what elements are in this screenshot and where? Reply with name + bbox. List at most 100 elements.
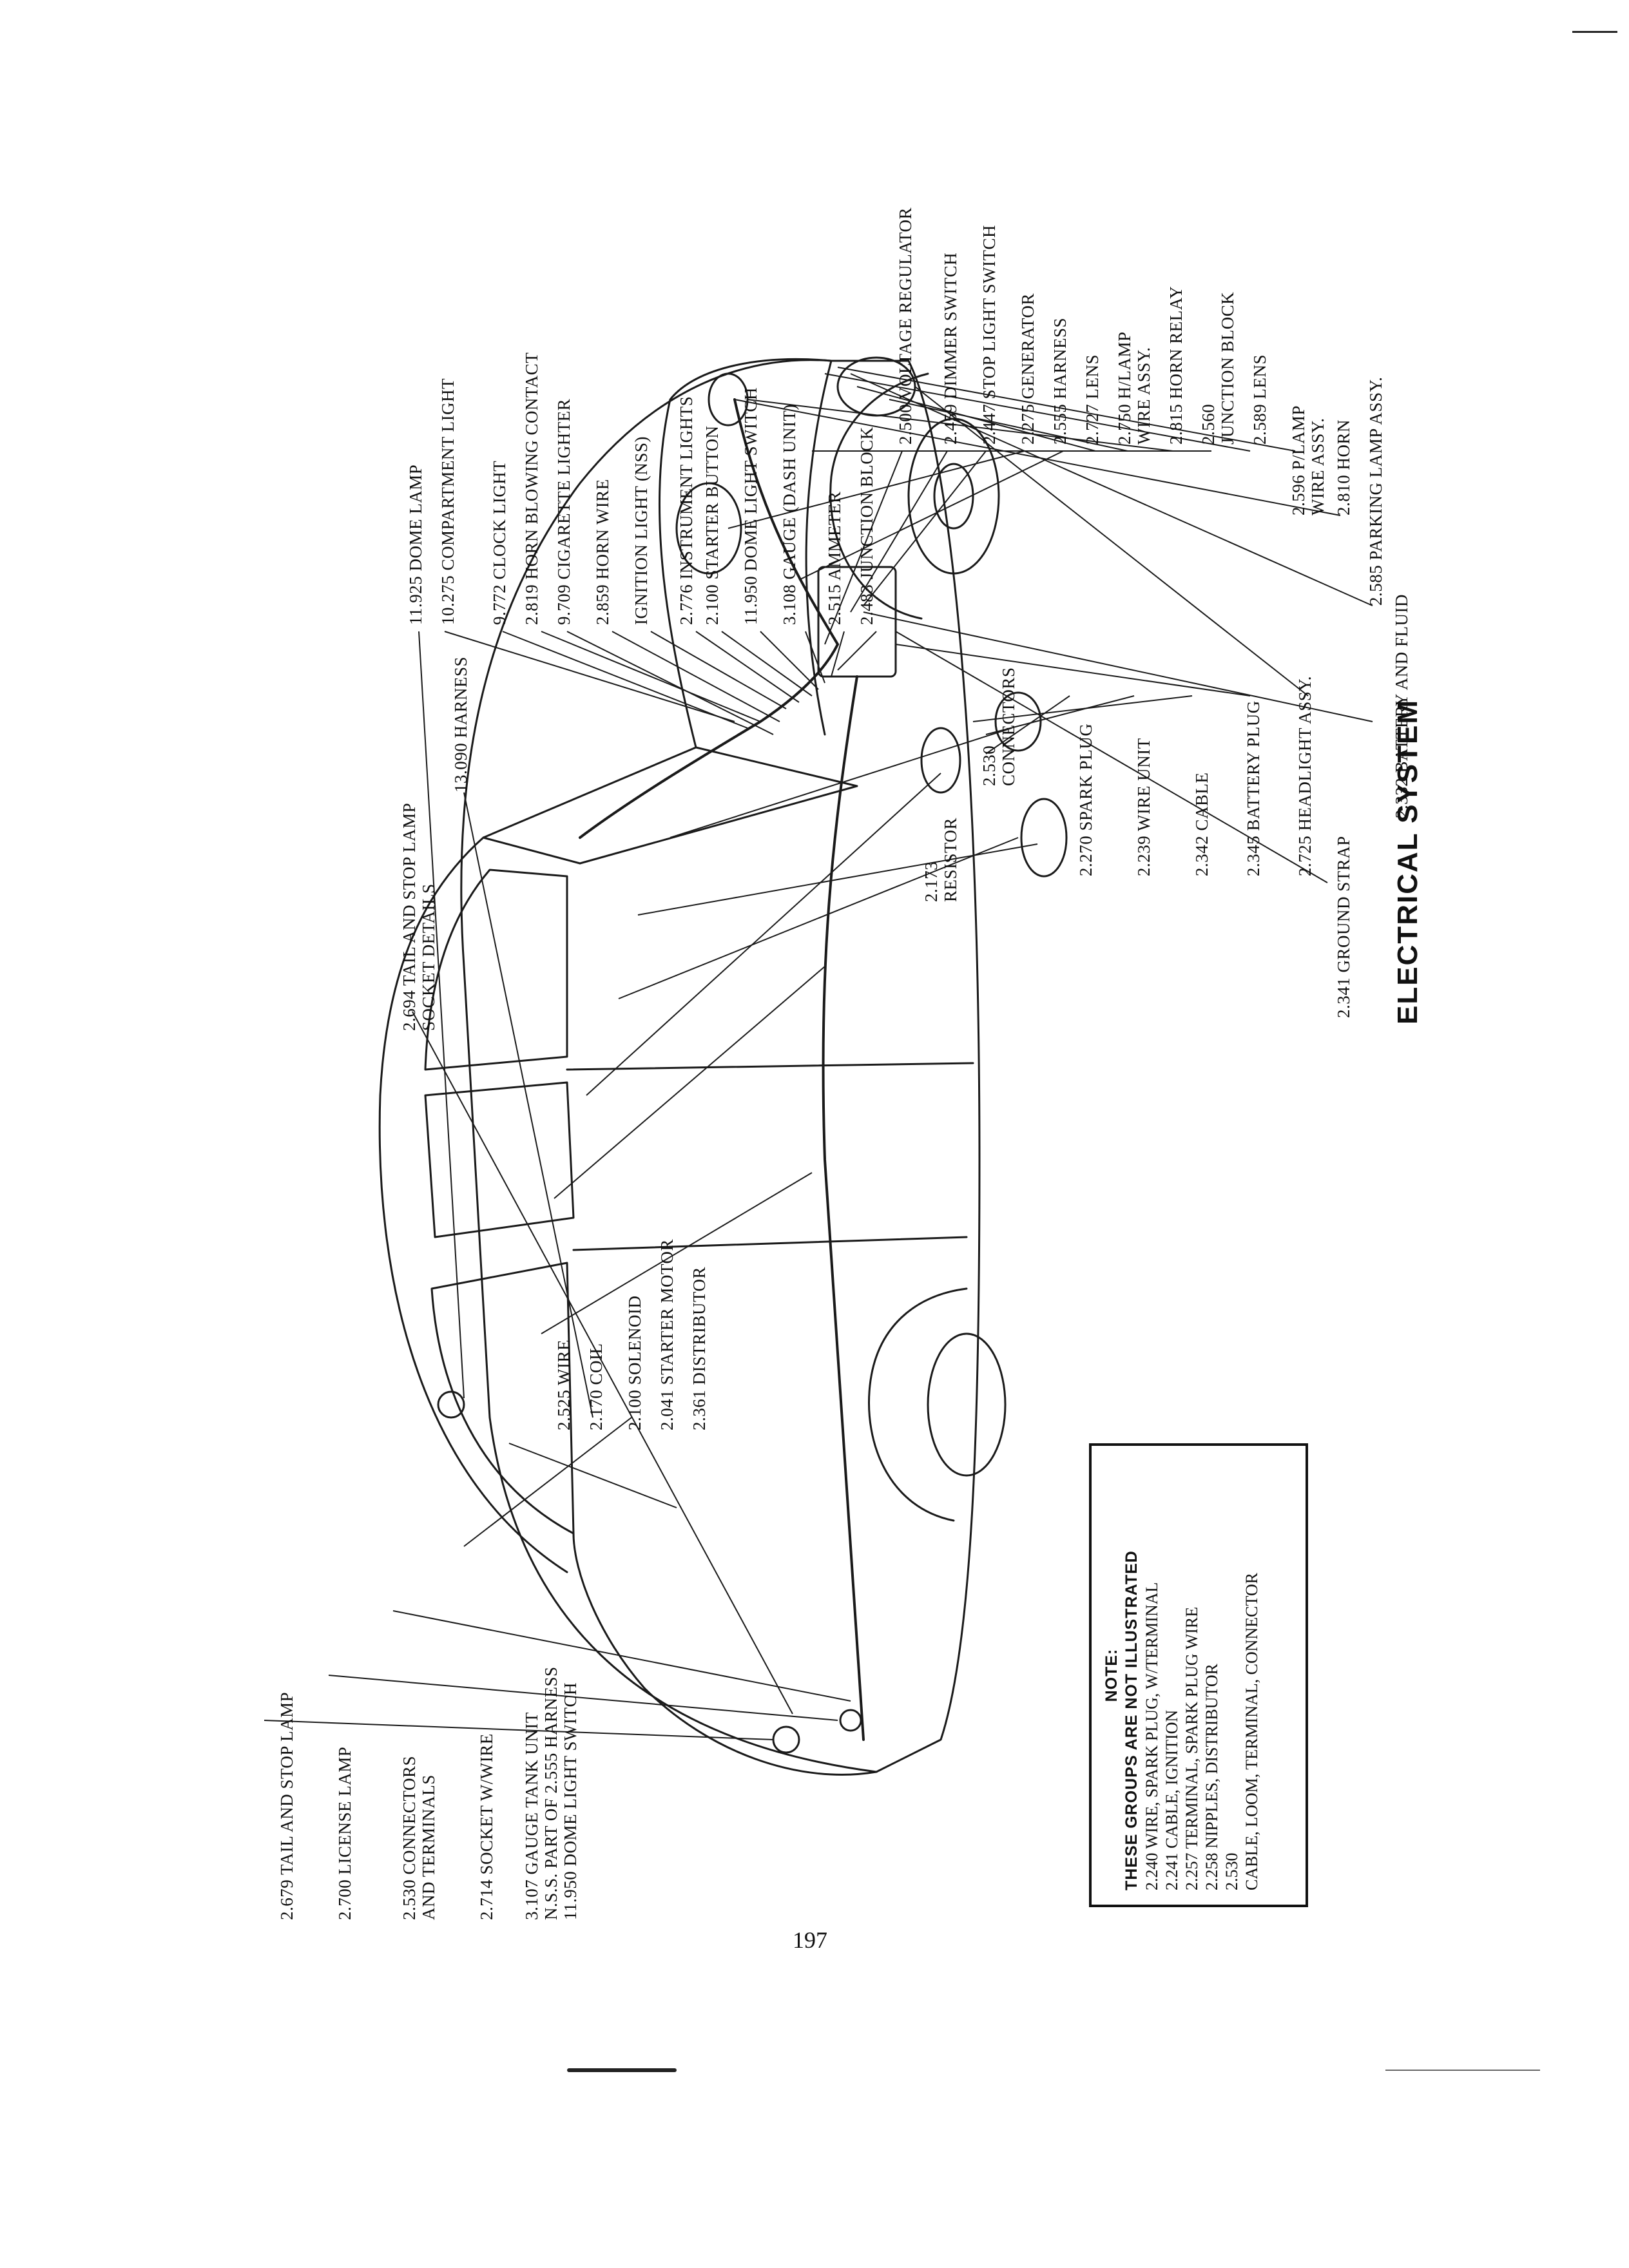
label-gauge-tank-unit: 3.107 GAUGE TANK UNIT: [522, 1712, 541, 1920]
leader-tail-stop-lamp: [264, 1720, 774, 1740]
label-solenoid: 2.100 SOLENOID: [625, 1295, 644, 1431]
front-wheel: [907, 418, 1000, 575]
leader-starter-motor: [637, 843, 1038, 916]
front-fender: [829, 372, 929, 620]
leader-p-lamp-wire: [837, 367, 1296, 452]
label-junction-block-2560: 2.560 JUNCTION BLOCK: [1199, 292, 1237, 445]
label-battery-plug: 2.345 BATTERY PLUG: [1244, 700, 1263, 876]
leader-coil: [586, 773, 941, 1096]
note-item: 2.241 CABLE, IGNITION: [1162, 1709, 1181, 1890]
label-spark-plug: 2.270 SPARK PLUG: [1076, 723, 1095, 876]
front-harness: [733, 398, 839, 646]
leader-horn-relay: [747, 399, 1173, 452]
leader-battery-plug: [895, 644, 1251, 697]
label-voltage-regulator: 2.500 VOLTAGE REGULATOR: [896, 207, 915, 445]
label-resistor-line2: RESISTOR: [941, 817, 960, 902]
label-horn-wire: 2.859 HORN WIRE: [593, 479, 612, 625]
rear-fender: [868, 1287, 968, 1522]
label-connectors-terminals-line1: 2.530 CONNECTORS: [400, 1755, 419, 1920]
label-dome-lamp: 11.925 DOME LAMP: [406, 464, 425, 625]
leader-horn-wire: [612, 631, 780, 722]
label-p-lamp-wire-line2: WIRE ASSY.: [1308, 418, 1327, 515]
leader-spark-plug: [985, 695, 1070, 754]
dome-lamp: [437, 1390, 465, 1419]
label-tail-stop-lamp: 2.679 TAIL AND STOP LAMP: [277, 1691, 296, 1920]
note-box: NOTE: THESE GROUPS ARE NOT ILLUSTRATED 2…: [1089, 1443, 1308, 1907]
label-p-lamp-wire: 2.596 P/LAMP WIRE ASSY.: [1289, 405, 1327, 515]
leader-horn-blowing-contact: [541, 631, 761, 722]
leader-tail-stop-socket: [412, 1011, 793, 1715]
label-headlight-assy: 2.725 HEADLIGHT ASSY.: [1295, 675, 1315, 876]
label-harness-13090: 13.090 HARNESS: [451, 656, 470, 793]
label-tail-stop-socket: 2.694 TAIL AND STOP LAMP SOCKET DETAILS: [400, 803, 438, 1031]
leader-wire-unit: [985, 695, 1135, 735]
note-item: CABLE, LOOM, TERMINAL, CONNECTOR: [1242, 1572, 1261, 1890]
leader-ammeter: [831, 631, 845, 677]
label-tail-stop-socket-line1: 2.694 TAIL AND STOP LAMP: [400, 802, 419, 1031]
label-connectors-line1: 2.530: [979, 745, 999, 786]
windshield: [482, 746, 858, 865]
label-h-lamp-wire-line2: WIRE ASSY.: [1134, 347, 1153, 445]
main-harness: [822, 675, 865, 1741]
trunk-lid: [572, 1532, 878, 1776]
label-junction-block-2560-line2: JUNCTION BLOCK: [1218, 291, 1237, 445]
leader-ground-strap: [895, 631, 1328, 883]
label-lens-2727: 2.727 LENS: [1083, 354, 1102, 445]
label-coil: 2.170 COIL: [586, 1343, 606, 1431]
label-starter-motor: 2.041 STARTER MOTOR: [657, 1239, 677, 1430]
scan-mark-top-right: [1572, 31, 1617, 33]
note-subtitle: THESE GROUPS ARE NOT ILLUSTRATED: [1123, 1550, 1141, 1890]
car-roof-line: [378, 836, 568, 1573]
license-lamp: [839, 1709, 862, 1732]
label-connectors-terminals: 2.530 CONNECTORS AND TERMINALS: [400, 1756, 438, 1920]
note-item: 2.258 NIPPLES, DISTRIBUTOR: [1202, 1663, 1221, 1890]
label-socket-wire: 2.714 SOCKET W/WIRE: [477, 1733, 496, 1920]
label-connectors-terminals-line2: AND TERMINALS: [419, 1774, 438, 1920]
hood-edge: [805, 360, 833, 736]
label-ground-strap: 2.341 GROUND STRAP: [1334, 836, 1353, 1018]
rear-wheel: [927, 1332, 1007, 1477]
leader-stop-light-switch: [863, 450, 987, 606]
leader-junction-block: [837, 631, 877, 671]
label-ammeter: 2.515 AMMETER: [825, 491, 844, 625]
label-connectors: 2.530 CONNECTORS: [979, 667, 1018, 786]
leader-headlight-assy: [914, 386, 1309, 697]
front-hubcap: [933, 463, 974, 530]
leader-cable: [972, 695, 1193, 722]
leader-wire: [554, 966, 825, 1199]
leader-ignition-light: [650, 631, 787, 709]
leader-lens-2589: [824, 373, 1251, 452]
label-starter-button: 2.100 STARTER BUTTON: [702, 425, 722, 625]
note-item: 2.530: [1222, 1852, 1241, 1891]
diagram-title: ELECTRICAL SYSTEM: [1392, 698, 1423, 1024]
leader-harness-13090: [463, 792, 593, 1418]
label-harness-2555: 2.555 HARNESS: [1050, 317, 1070, 445]
hood: [658, 358, 833, 749]
leader-dome-lamp: [418, 631, 465, 1399]
label-cigarette-lighter: 9.709 CIGARETTE LIGHTER: [554, 398, 574, 625]
label-generator: 2.275 GENERATOR: [1018, 293, 1037, 445]
door-line: [572, 1236, 968, 1251]
label-wire: 2.525 WIRE: [554, 1340, 574, 1430]
leader-gauge-tank-unit: [508, 1443, 677, 1508]
label-gauge-dash-unit: 3.108 GAUGE (DASH UNIT): [780, 404, 799, 625]
label-resistor-line1: 2.173: [921, 861, 941, 902]
label-junction-block-2483: 2.483 JUNCTION BLOCK: [857, 427, 876, 625]
leader-dome-light-switch-upper: [760, 631, 819, 690]
label-compartment-light: 10.275 COMPARTMENT LIGHT: [438, 378, 458, 625]
label-horn-blowing-contact: 2.819 HORN BLOWING CONTACT: [522, 352, 541, 625]
leader-license-lamp: [328, 1675, 838, 1721]
leader-socket-wire: [463, 1417, 632, 1547]
leader-parking-lamp: [850, 373, 1373, 606]
label-dome-light-switch-upper: 11.950 DOME LIGHT SWITCH: [741, 387, 760, 625]
page-number: 197: [793, 1927, 827, 1953]
leader-generator: [728, 450, 1025, 529]
car-body-outline: [460, 359, 981, 1773]
diagram-rotated-frame: 2.679 TAIL AND STOP LAMP 2.700 LICENSE L…: [180, 129, 1482, 1933]
note-item: 2.257 TERMINAL, SPARK PLUG WIRE: [1182, 1606, 1201, 1890]
side-window-2: [424, 869, 568, 1071]
leader-clock-light: [502, 631, 748, 729]
label-h-lamp-wire-line1: 2.750 H/LAMP: [1115, 331, 1134, 445]
label-lens-2589: 2.589 LENS: [1250, 354, 1269, 445]
leader-voltage-regulator: [824, 450, 903, 645]
